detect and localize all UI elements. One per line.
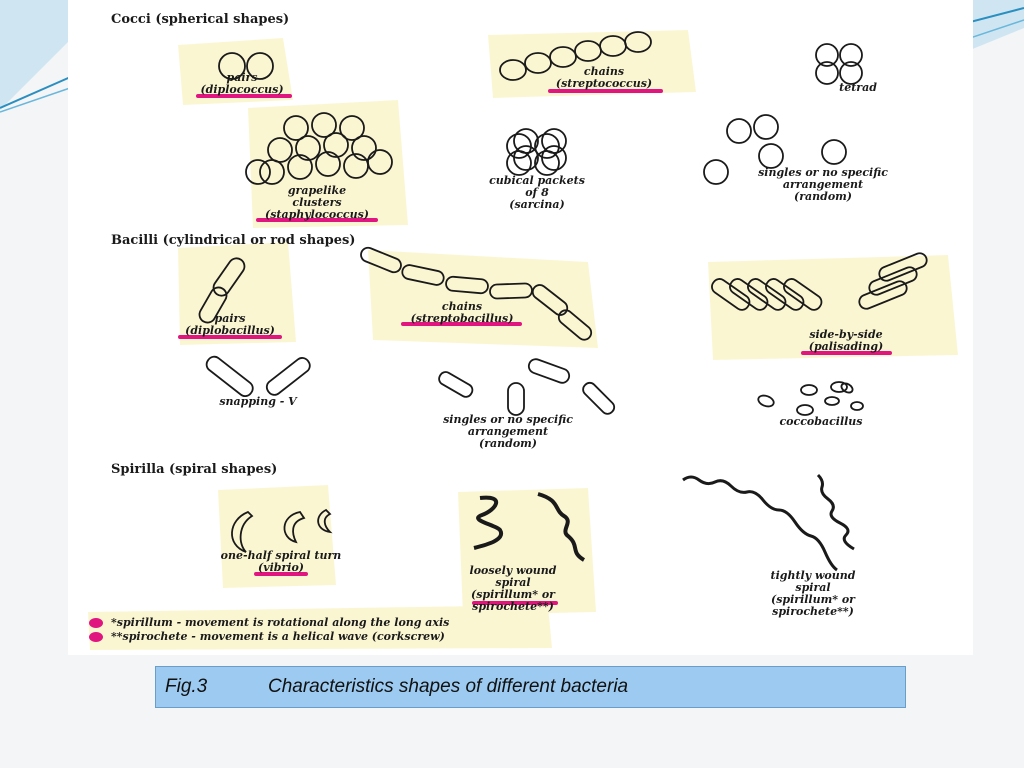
palisading-label: side-by-side(palisading) — [808, 328, 884, 353]
caption-number: Fig.3 — [165, 676, 208, 697]
palisading-drawing — [711, 252, 928, 311]
figure-drawings — [88, 30, 958, 650]
snapping-label: snapping - V — [219, 395, 297, 408]
spirilla-heading: Spirilla (spiral shapes) — [111, 462, 278, 477]
highlight-patches — [88, 30, 958, 650]
sarcina-drawing — [506, 128, 567, 176]
diplococcus-label: pairs(diplococcus) — [200, 71, 284, 96]
staphylococcus-drawing — [245, 112, 393, 185]
streptococcus-label: chains(streptococcus) — [555, 65, 653, 90]
bacilli-heading: Bacilli (cylindrical or rod shapes) — [111, 233, 356, 248]
note-bullets — [89, 618, 103, 642]
underlines — [178, 89, 892, 605]
vibrio-drawing — [231, 508, 333, 553]
figure-caption: Fig.3 Characteristics shapes of differen… — [155, 666, 906, 708]
top-right-decoration — [970, 0, 1024, 50]
tetrad-label: tetrad — [839, 81, 877, 94]
streptobacillus-drawing — [360, 246, 593, 341]
coccobacillus-label: coccobacillus — [779, 415, 863, 428]
tetrad-drawing — [815, 43, 863, 85]
diplobacillus-drawing — [198, 257, 246, 324]
random-bacilli-drawing — [438, 358, 616, 416]
diplobacillus-label: pairs(diplobacillus) — [185, 312, 275, 337]
streptobacillus-label: chains(streptobacillus) — [410, 300, 514, 325]
spirochete-note: **spirochete - movement is a helical wav… — [111, 630, 445, 643]
vibrio-label: one-half spiral turn(vibrio) — [220, 549, 342, 574]
caption-text: Characteristics shapes of different bact… — [268, 676, 629, 697]
tight-spiral-drawing — [682, 473, 855, 572]
spirillum-note: *spirillum - movement is rotational alon… — [111, 616, 450, 629]
streptococcus-drawing — [499, 31, 652, 81]
snapping-drawing — [205, 355, 311, 398]
loose-spiral-drawing — [473, 492, 586, 562]
cocci-heading: Cocci (spherical shapes) — [111, 12, 290, 27]
coccobacillus-drawing — [757, 381, 864, 416]
diplococcus-drawing — [218, 52, 274, 80]
random-cocci-drawing — [703, 114, 847, 185]
bacteria-figure: Cocci (spherical shapes) Bacilli (cylind… — [68, 0, 973, 655]
top-left-decoration — [0, 0, 76, 113]
